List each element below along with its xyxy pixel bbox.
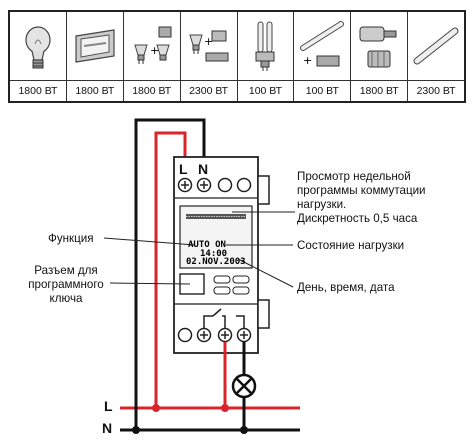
load-state-annotation: Состояние нагрузки [297, 239, 405, 252]
load-cell: 100 ВТ [236, 12, 294, 101]
load-types-table: 1800 ВТ 1800 ВТ + 1800 ВТ [8, 10, 466, 103]
function-annotation: Функция [48, 232, 94, 245]
incandescent-bulb-icon [10, 12, 66, 80]
svg-text:+: + [204, 35, 213, 48]
button-4[interactable] [232, 286, 250, 295]
load-power: 2300 ВТ [180, 80, 237, 101]
fluorescent-tube-icon [408, 12, 464, 80]
lcd-time-text: 14:00 [200, 249, 227, 259]
junction-dot [240, 426, 248, 434]
halogen-spot-with-transformer-icon: + [124, 12, 180, 80]
svg-text:+: + [150, 44, 159, 57]
load-power: 100 ВТ [237, 80, 294, 101]
svg-text:+: + [303, 54, 312, 67]
lamp-icon [231, 373, 257, 399]
load-power: 1800 ВТ [10, 80, 66, 101]
supply-l-label: L [104, 398, 113, 414]
top-terminals [177, 177, 252, 193]
terminal-l-label: L [179, 161, 188, 177]
load-cell: 2300 ВТ [407, 12, 464, 101]
junction-dot [221, 404, 229, 412]
relay-contact [212, 308, 222, 317]
weekly-program-annotation: Просмотр недельной программы коммутации … [297, 170, 426, 225]
motor-pump-icon [351, 12, 407, 80]
load-power: 1800 ВТ [123, 80, 180, 101]
bottom-terminals [177, 308, 252, 343]
button-1[interactable] [213, 275, 231, 284]
load-cell: 1800 ВТ [65, 12, 123, 101]
button-2[interactable] [232, 275, 250, 284]
load-cell: + 100 ВТ [293, 12, 351, 101]
supply-n-label: N [102, 420, 113, 436]
lcd-mode-text: AUTO ON [188, 240, 226, 250]
day-time-date-annotation: День, время, дата [297, 281, 395, 294]
load-power: 1800 ВТ [66, 80, 123, 101]
lcd-date-text: 02.NOV.2003 [186, 257, 246, 267]
key-socket-annotation: Разъем для программного ключа [28, 264, 104, 305]
lcd-display [179, 205, 253, 269]
load-power: 1800 ВТ [351, 80, 408, 101]
load-cell: 1800 ВТ [10, 12, 66, 101]
load-cell: + 1800 ВТ [122, 12, 180, 101]
load-cell: + 2300 ВТ [179, 12, 237, 101]
terminal-n-label: N [198, 161, 209, 177]
load-power: 2300 ВТ [408, 80, 464, 101]
relay-common [203, 315, 213, 328]
halogen-spot-with-electronic-transformer-icon: + [181, 12, 237, 80]
junction-dot [132, 426, 140, 434]
halogen-floodlight-icon [67, 12, 123, 80]
compact-fluorescent-lamp-icon [238, 12, 294, 80]
load-power: 100 ВТ [294, 80, 351, 101]
phase-wire [154, 131, 187, 408]
junction-dot [152, 404, 160, 412]
leader-lines [103, 211, 295, 288]
button-3[interactable] [213, 286, 231, 295]
fluorescent-tube-with-ballast-icon: + [294, 12, 350, 80]
neutral-wire [134, 118, 206, 430]
load-cell: 1800 ВТ [350, 12, 408, 101]
